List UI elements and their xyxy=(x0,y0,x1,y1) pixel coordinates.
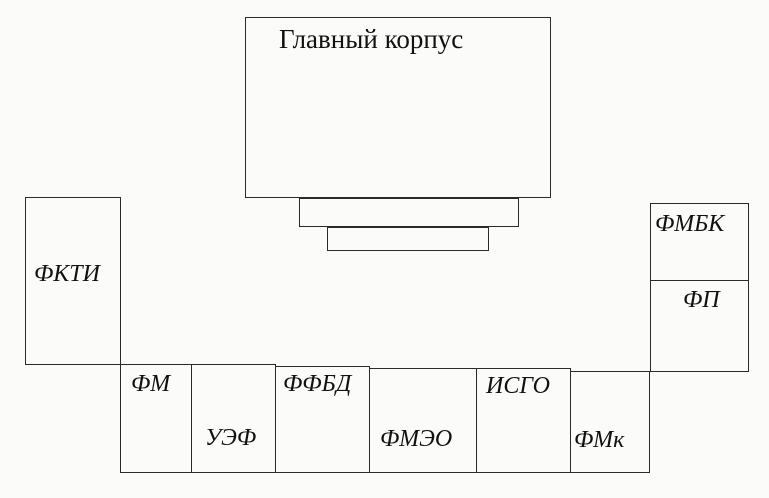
block-fmbk-label: ФМБК xyxy=(655,211,725,237)
block-fm-label: ФМ xyxy=(131,371,171,397)
block-uef xyxy=(191,364,276,473)
block-uef-label: УЭФ xyxy=(205,425,257,451)
block-fmk xyxy=(570,371,650,473)
block-fp-label: ФП xyxy=(683,287,720,313)
block-fmk-label: ФМк xyxy=(574,427,625,453)
main-building-label: Главный корпус xyxy=(279,24,464,54)
block-isgo-label: ИСГО xyxy=(486,373,551,399)
block-fkti-label: ФКТИ xyxy=(34,261,100,287)
main-building-step-lower xyxy=(327,227,489,251)
main-building-step-upper xyxy=(299,198,519,227)
block-fmeo xyxy=(369,368,477,473)
main-building xyxy=(245,17,551,198)
block-fmeo-label: ФМЭО xyxy=(380,426,453,452)
block-fp xyxy=(650,280,749,372)
block-ffbd-label: ФФБД xyxy=(283,371,352,397)
block-fkti xyxy=(25,197,121,365)
